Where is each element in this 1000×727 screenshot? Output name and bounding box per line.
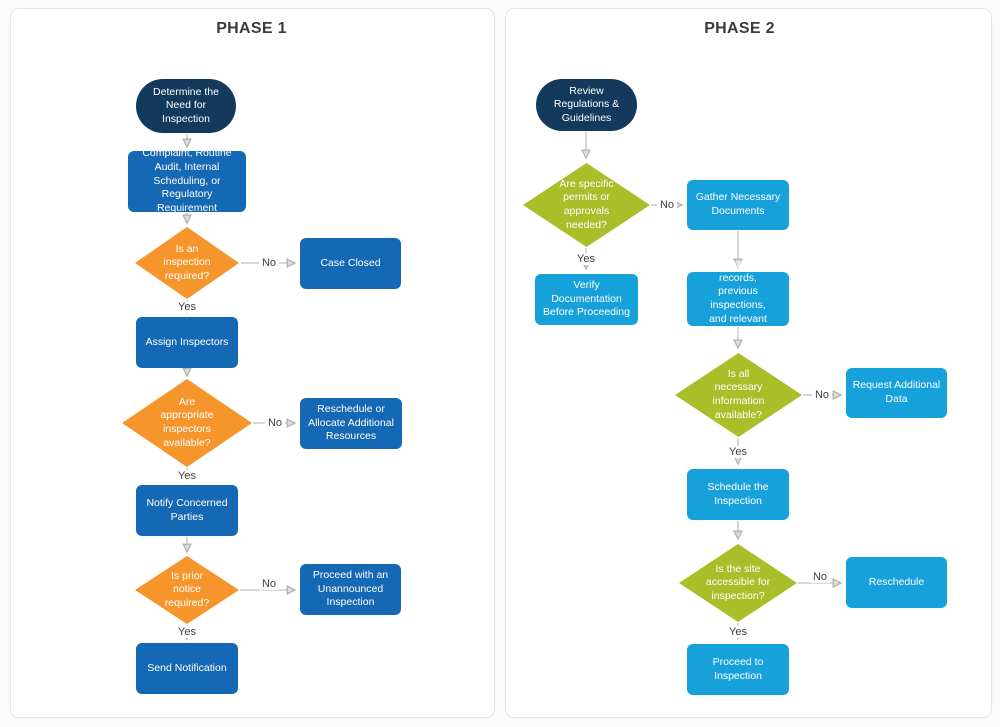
node-reschedule: Reschedule <box>846 557 947 608</box>
branch-label-no: No <box>811 388 833 402</box>
node-label: Determine the Need for Inspection <box>153 85 219 125</box>
node-label: Request Additional Data <box>852 379 941 405</box>
node-label: Is all necessary information available? <box>712 367 765 421</box>
node-label: Reschedule or Allocate Additional Resour… <box>308 403 394 443</box>
node-label: Gather Necessary Documents <box>695 191 781 217</box>
node-label: Notify Concerned Parties <box>146 496 228 523</box>
node-label: Proceed with an Unannounced Inspection <box>312 569 389 609</box>
node-label: Proceed to Inspection <box>712 655 764 682</box>
node-label: Verify Documentation Before Proceeding <box>543 279 630 319</box>
branch-label-no: No <box>809 570 831 584</box>
branch-label-no: No <box>258 256 280 270</box>
phase2-title: PHASE 2 <box>704 20 775 37</box>
node-label: Is an inspection required? <box>163 242 211 282</box>
node-label: Are appropriate inspectors available? <box>160 395 214 449</box>
node-label: Assign Inspectors <box>145 335 229 348</box>
node-case-closed: Case Closed <box>300 238 401 289</box>
branch-label-yes: Yes <box>726 625 750 639</box>
node-assign-inspectors: Assign Inspectors <box>136 317 238 368</box>
node-send-notification: Send Notification <box>136 643 238 694</box>
phase1-panel <box>10 8 495 718</box>
node-label: Review past records, previous inspection… <box>709 258 767 339</box>
node-unannounced-inspection: Proceed with an Unannounced Inspection <box>300 564 401 615</box>
node-determine-need: Determine the Need for Inspection <box>136 79 236 133</box>
branch-label-yes: Yes <box>175 300 199 314</box>
node-label: Are specific permits or approvals needed… <box>559 177 614 231</box>
node-complaint-sources: Complaint, Routine Audit, Internal Sched… <box>128 147 246 214</box>
node-review-regulations: Review Regulations & Guidelines <box>536 79 637 131</box>
node-label: Review Regulations & Guidelines <box>553 84 620 124</box>
branch-label-no: No <box>258 577 280 591</box>
node-gather-documents: Gather Necessary Documents <box>687 180 789 230</box>
node-label: Case Closed <box>320 256 381 269</box>
node-label: Send Notification <box>147 661 227 674</box>
node-label: Complaint, Routine Audit, Internal Sched… <box>142 147 232 214</box>
node-verify-documentation: Verify Documentation Before Proceeding <box>535 274 638 325</box>
node-request-additional-data: Request Additional Data <box>846 368 947 418</box>
node-schedule-inspection: Schedule the Inspection <box>687 469 789 520</box>
branch-label-yes: Yes <box>175 469 199 483</box>
branch-label-yes: Yes <box>574 252 598 266</box>
phase1-title: PHASE 1 <box>216 20 287 37</box>
node-label: Is prior notice required? <box>164 569 210 609</box>
node-label: Schedule the Inspection <box>707 480 769 507</box>
branch-label-yes: Yes <box>726 445 750 459</box>
branch-label-no: No <box>656 198 678 212</box>
branch-label-yes: Yes <box>175 625 199 639</box>
branch-label-no: No <box>264 416 286 430</box>
node-reschedule-resources: Reschedule or Allocate Additional Resour… <box>300 398 402 449</box>
node-label: Is the site accessible for inspection? <box>705 562 771 602</box>
node-notify-parties: Notify Concerned Parties <box>136 485 238 536</box>
node-review-past-records: Review past records, previous inspection… <box>687 258 789 338</box>
node-proceed-to-inspection: Proceed to Inspection <box>687 644 789 695</box>
node-label: Reschedule <box>868 575 925 588</box>
